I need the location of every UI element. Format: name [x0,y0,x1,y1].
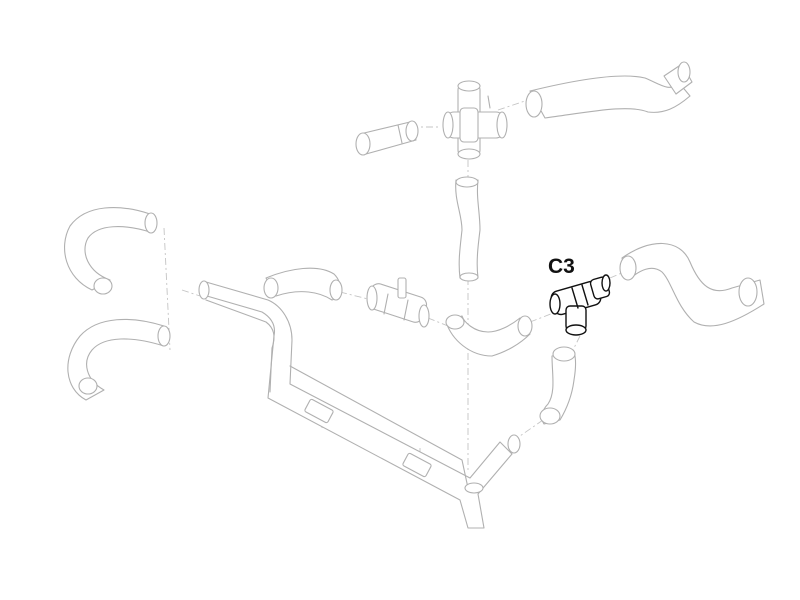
cross-connector [442,80,508,160]
tee-connector-icon[interactable] [549,274,611,336]
rigid-pipe-assembly [198,280,521,529]
j-hose-lower-left [67,318,171,401]
small-elbow-hose [539,346,577,425]
elbow-hose-center-left [263,267,343,301]
s-hose-right [619,242,765,327]
elbow-hose-center [445,314,533,357]
part-callout-label: C3 [548,255,575,278]
vertical-hose-center [455,176,481,282]
j-hose-upper-left [63,207,158,295]
short-hose-top-left [355,120,419,156]
valve-fitting [366,277,430,328]
hose-upper-right [525,61,693,119]
